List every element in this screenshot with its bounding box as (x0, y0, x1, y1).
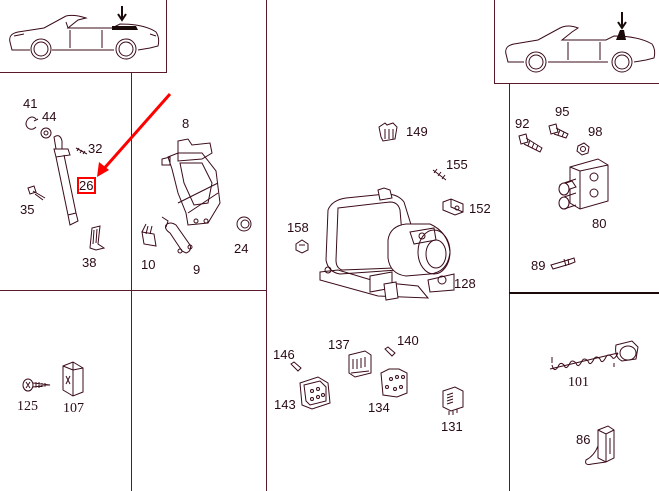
reservoir-cap-149-icon (378, 122, 398, 142)
fitting-32-icon (75, 147, 88, 155)
callout-44[interactable]: 44 (42, 109, 57, 124)
callout-158[interactable]: 158 (287, 220, 309, 235)
grommet-24-icon (236, 216, 252, 232)
callout-134[interactable]: 134 (368, 400, 390, 415)
callout-125[interactable]: 125 (17, 399, 38, 414)
connector-143-icon (299, 376, 331, 410)
callout-80[interactable]: 80 (592, 216, 607, 231)
car-side-view-icon (9, 6, 160, 60)
relay-131-icon (442, 386, 464, 415)
sensor-9-icon (161, 216, 193, 254)
car-side-view-icon (505, 12, 656, 73)
callout-9[interactable]: 9 (193, 262, 201, 277)
valve-block-80-icon (558, 158, 609, 210)
callout-140[interactable]: 140 (397, 333, 419, 348)
grid-line-horizontal-left (0, 290, 266, 291)
cable-harness-101-icon (549, 340, 639, 371)
callout-131[interactable]: 131 (441, 419, 463, 434)
hydraulic-cylinder-26-icon (53, 135, 79, 226)
callout-38[interactable]: 38 (82, 255, 97, 270)
callout-101[interactable]: 101 (568, 375, 589, 390)
valve-block-bracket-8-icon (161, 138, 221, 226)
callout-26[interactable]: 26 (79, 178, 94, 193)
callout-89[interactable]: 89 (531, 258, 546, 273)
bracket-38-icon (89, 225, 106, 251)
red-arrow-pointer-icon (97, 93, 172, 177)
callout-32[interactable]: 32 (88, 141, 103, 156)
grid-line-horizontal-right (509, 292, 659, 294)
clip-107-icon (62, 361, 84, 397)
callout-152[interactable]: 152 (469, 201, 491, 216)
connector-137-icon (348, 350, 372, 378)
callout-149[interactable]: 149 (406, 124, 428, 139)
grid-line-vertical-3 (509, 82, 510, 491)
callout-143[interactable]: 143 (274, 397, 296, 412)
callout-98[interactable]: 98 (588, 124, 603, 139)
callout-155[interactable]: 155 (446, 157, 468, 172)
circlip-41-icon (25, 116, 39, 130)
pin-140-icon (384, 346, 396, 357)
bracket-86-icon (585, 425, 615, 465)
callout-107[interactable]: 107 (63, 401, 84, 416)
relay-152-icon (442, 198, 464, 216)
callout-35[interactable]: 35 (20, 202, 35, 217)
nut-158-icon (295, 239, 309, 254)
callout-24[interactable]: 24 (234, 241, 249, 256)
callout-86[interactable]: 86 (576, 432, 591, 447)
highlighted-callout-26-box (77, 177, 96, 194)
bolt-92-icon (518, 133, 543, 153)
car-inset-top-left (0, 0, 167, 73)
pin-89-icon (550, 257, 576, 270)
fitting-155-icon (432, 168, 447, 181)
screw-125-icon (22, 378, 51, 392)
connector-10-icon (141, 223, 157, 247)
grid-line-vertical-1 (131, 71, 132, 491)
callout-146[interactable]: 146 (273, 347, 295, 362)
callout-95[interactable]: 95 (555, 104, 570, 119)
nut-98-icon (576, 142, 590, 156)
callout-137[interactable]: 137 (328, 337, 350, 352)
grid-line-vertical-2 (266, 0, 267, 491)
callout-8[interactable]: 8 (182, 116, 190, 131)
callout-128[interactable]: 128 (454, 276, 476, 291)
washer-44-icon (40, 127, 52, 139)
callout-92[interactable]: 92 (515, 116, 530, 131)
connector-134-icon (380, 368, 408, 398)
pin-146-icon (290, 361, 302, 372)
bolt-95-icon (548, 123, 569, 139)
callout-10[interactable]: 10 (141, 257, 156, 272)
car-inset-top-right (494, 0, 659, 84)
hydraulic-pump-unit-128-icon (319, 187, 455, 301)
callout-41[interactable]: 41 (23, 96, 38, 111)
bolt-35-icon (27, 185, 46, 201)
